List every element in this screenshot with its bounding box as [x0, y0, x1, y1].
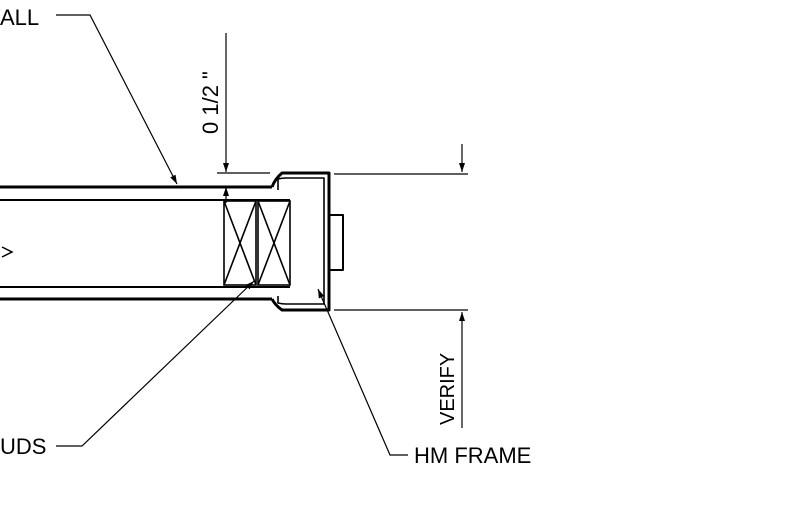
label-hm-frame: HM FRAME: [414, 443, 531, 468]
leader-wall: [56, 14, 178, 185]
dimension-top: [217, 33, 468, 203]
label-wall: ALL: [0, 5, 39, 30]
label-dimension-top: 0 1/2 ": [198, 71, 223, 134]
studs: [223, 200, 291, 286]
wall-section: [0, 185, 290, 301]
hm-frame-profile: [270, 171, 344, 312]
leader-frame: [317, 288, 408, 456]
leaders: [56, 14, 408, 456]
leader-studs: [56, 280, 255, 447]
label-studs: UDS: [0, 434, 46, 459]
dimension-verify: [334, 309, 468, 428]
label-dimension-verify: VERIFY: [437, 353, 459, 425]
